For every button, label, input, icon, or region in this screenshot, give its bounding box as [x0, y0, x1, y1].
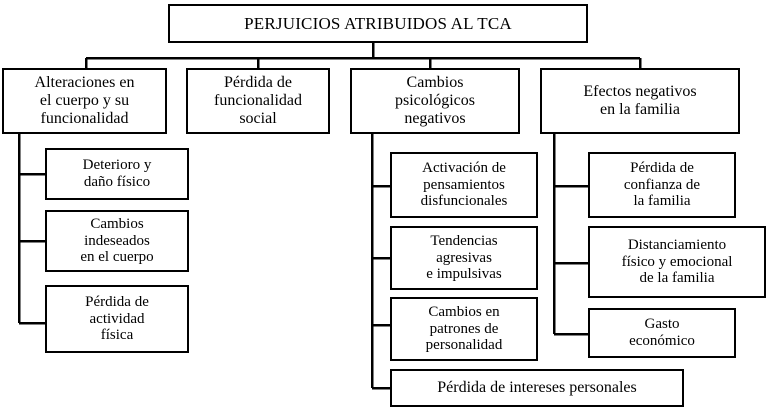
- node-perdida-funcionalidad-social[interactable]: Pérdida de funcionalidad social: [186, 68, 330, 134]
- node-tendencias-agresivas-impulsivas-label: Tendencias agresivas e impulsivas: [426, 232, 502, 283]
- node-deterioro-dano-fisico-label: Deterioro y daño físico: [82, 157, 152, 190]
- node-root[interactable]: PERJUICIOS ATRIBUIDOS AL TCA: [168, 4, 588, 43]
- node-perdida-funcionalidad-social-label: Pérdida de funcionalidad social: [214, 74, 302, 127]
- node-cambios-psicologicos-negativos[interactable]: Cambios psicológicos negativos: [350, 68, 520, 134]
- node-perdida-confianza-familia[interactable]: Pérdida de confianza de la familia: [588, 152, 736, 218]
- node-gasto-economico-label: Gasto económico: [629, 316, 695, 349]
- node-distanciamiento-fisico-emocional-label: Distanciamiento físico y emocional de la…: [621, 236, 733, 287]
- node-gasto-economico[interactable]: Gasto económico: [588, 308, 736, 358]
- node-perdida-confianza-familia-label: Pérdida de confianza de la familia: [623, 159, 701, 210]
- node-alteraciones-cuerpo[interactable]: Alteraciones en el cuerpo y su funcional…: [2, 68, 167, 134]
- node-perdida-intereses-personales[interactable]: Pérdida de intereses personales: [390, 369, 684, 407]
- node-cambios-indeseados-cuerpo[interactable]: Cambios indeseados en el cuerpo: [45, 210, 189, 272]
- node-tendencias-agresivas-impulsivas[interactable]: Tendencias agresivas e impulsivas: [390, 226, 538, 290]
- node-alteraciones-cuerpo-label: Alteraciones en el cuerpo y su funcional…: [34, 74, 135, 127]
- node-cambios-psicologicos-negativos-label: Cambios psicológicos negativos: [395, 74, 475, 127]
- node-efectos-negativos-familia[interactable]: Efectos negativos en la familia: [540, 68, 740, 134]
- node-cambios-patrones-personalidad-label: Cambios en patrones de personalidad: [425, 303, 503, 354]
- node-efectos-negativos-familia-label: Efectos negativos en la familia: [583, 83, 697, 118]
- node-perdida-actividad-fisica-label: Pérdida de actividad física: [85, 293, 149, 344]
- node-perdida-actividad-fisica[interactable]: Pérdida de actividad física: [45, 285, 189, 353]
- node-deterioro-dano-fisico[interactable]: Deterioro y daño físico: [45, 148, 189, 200]
- node-root-label: PERJUICIOS ATRIBUIDOS AL TCA: [244, 13, 512, 33]
- node-perdida-intereses-personales-label: Pérdida de intereses personales: [437, 379, 637, 397]
- node-cambios-indeseados-cuerpo-label: Cambios indeseados en el cuerpo: [80, 215, 154, 266]
- node-cambios-patrones-personalidad[interactable]: Cambios en patrones de personalidad: [390, 297, 538, 361]
- node-distanciamiento-fisico-emocional[interactable]: Distanciamiento físico y emocional de la…: [588, 226, 766, 298]
- node-activacion-pensamientos-disfuncionales[interactable]: Activación de pensamientos disfuncionale…: [390, 152, 538, 218]
- node-activacion-pensamientos-disfuncionales-label: Activación de pensamientos disfuncionale…: [420, 159, 508, 210]
